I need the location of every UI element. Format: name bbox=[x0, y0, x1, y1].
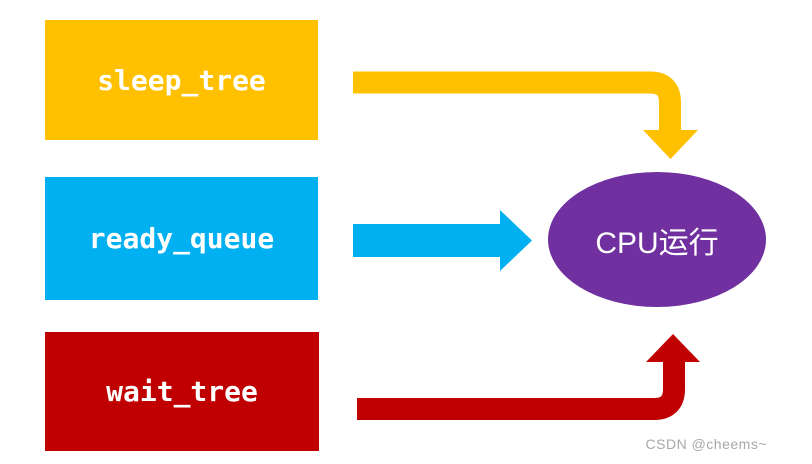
arrow-ready-head-icon bbox=[353, 210, 532, 271]
node-ready-queue: ready_queue bbox=[45, 177, 318, 300]
node-cpu-run-label: CPU运行 bbox=[595, 226, 719, 260]
node-sleep-tree-label: sleep_tree bbox=[97, 63, 266, 97]
arrow-ready-to-cpu bbox=[353, 210, 532, 271]
arrow-wait-to-cpu bbox=[357, 334, 700, 420]
node-ready-queue-label: ready_queue bbox=[88, 222, 275, 255]
arrow-sleep-head-icon bbox=[643, 130, 698, 159]
node-sleep-tree: sleep_tree bbox=[45, 20, 318, 140]
watermark: CSDN @cheems~ bbox=[645, 436, 767, 452]
node-wait-tree-label: wait_tree bbox=[106, 375, 258, 408]
arrow-wait-shaft bbox=[357, 360, 685, 420]
arrow-sleep-to-cpu bbox=[353, 71, 698, 159]
arrow-sleep-shaft bbox=[353, 71, 681, 132]
node-wait-tree: wait_tree bbox=[45, 332, 319, 451]
node-cpu-run: CPU运行 bbox=[548, 172, 766, 307]
arrow-wait-head-icon bbox=[646, 334, 700, 362]
